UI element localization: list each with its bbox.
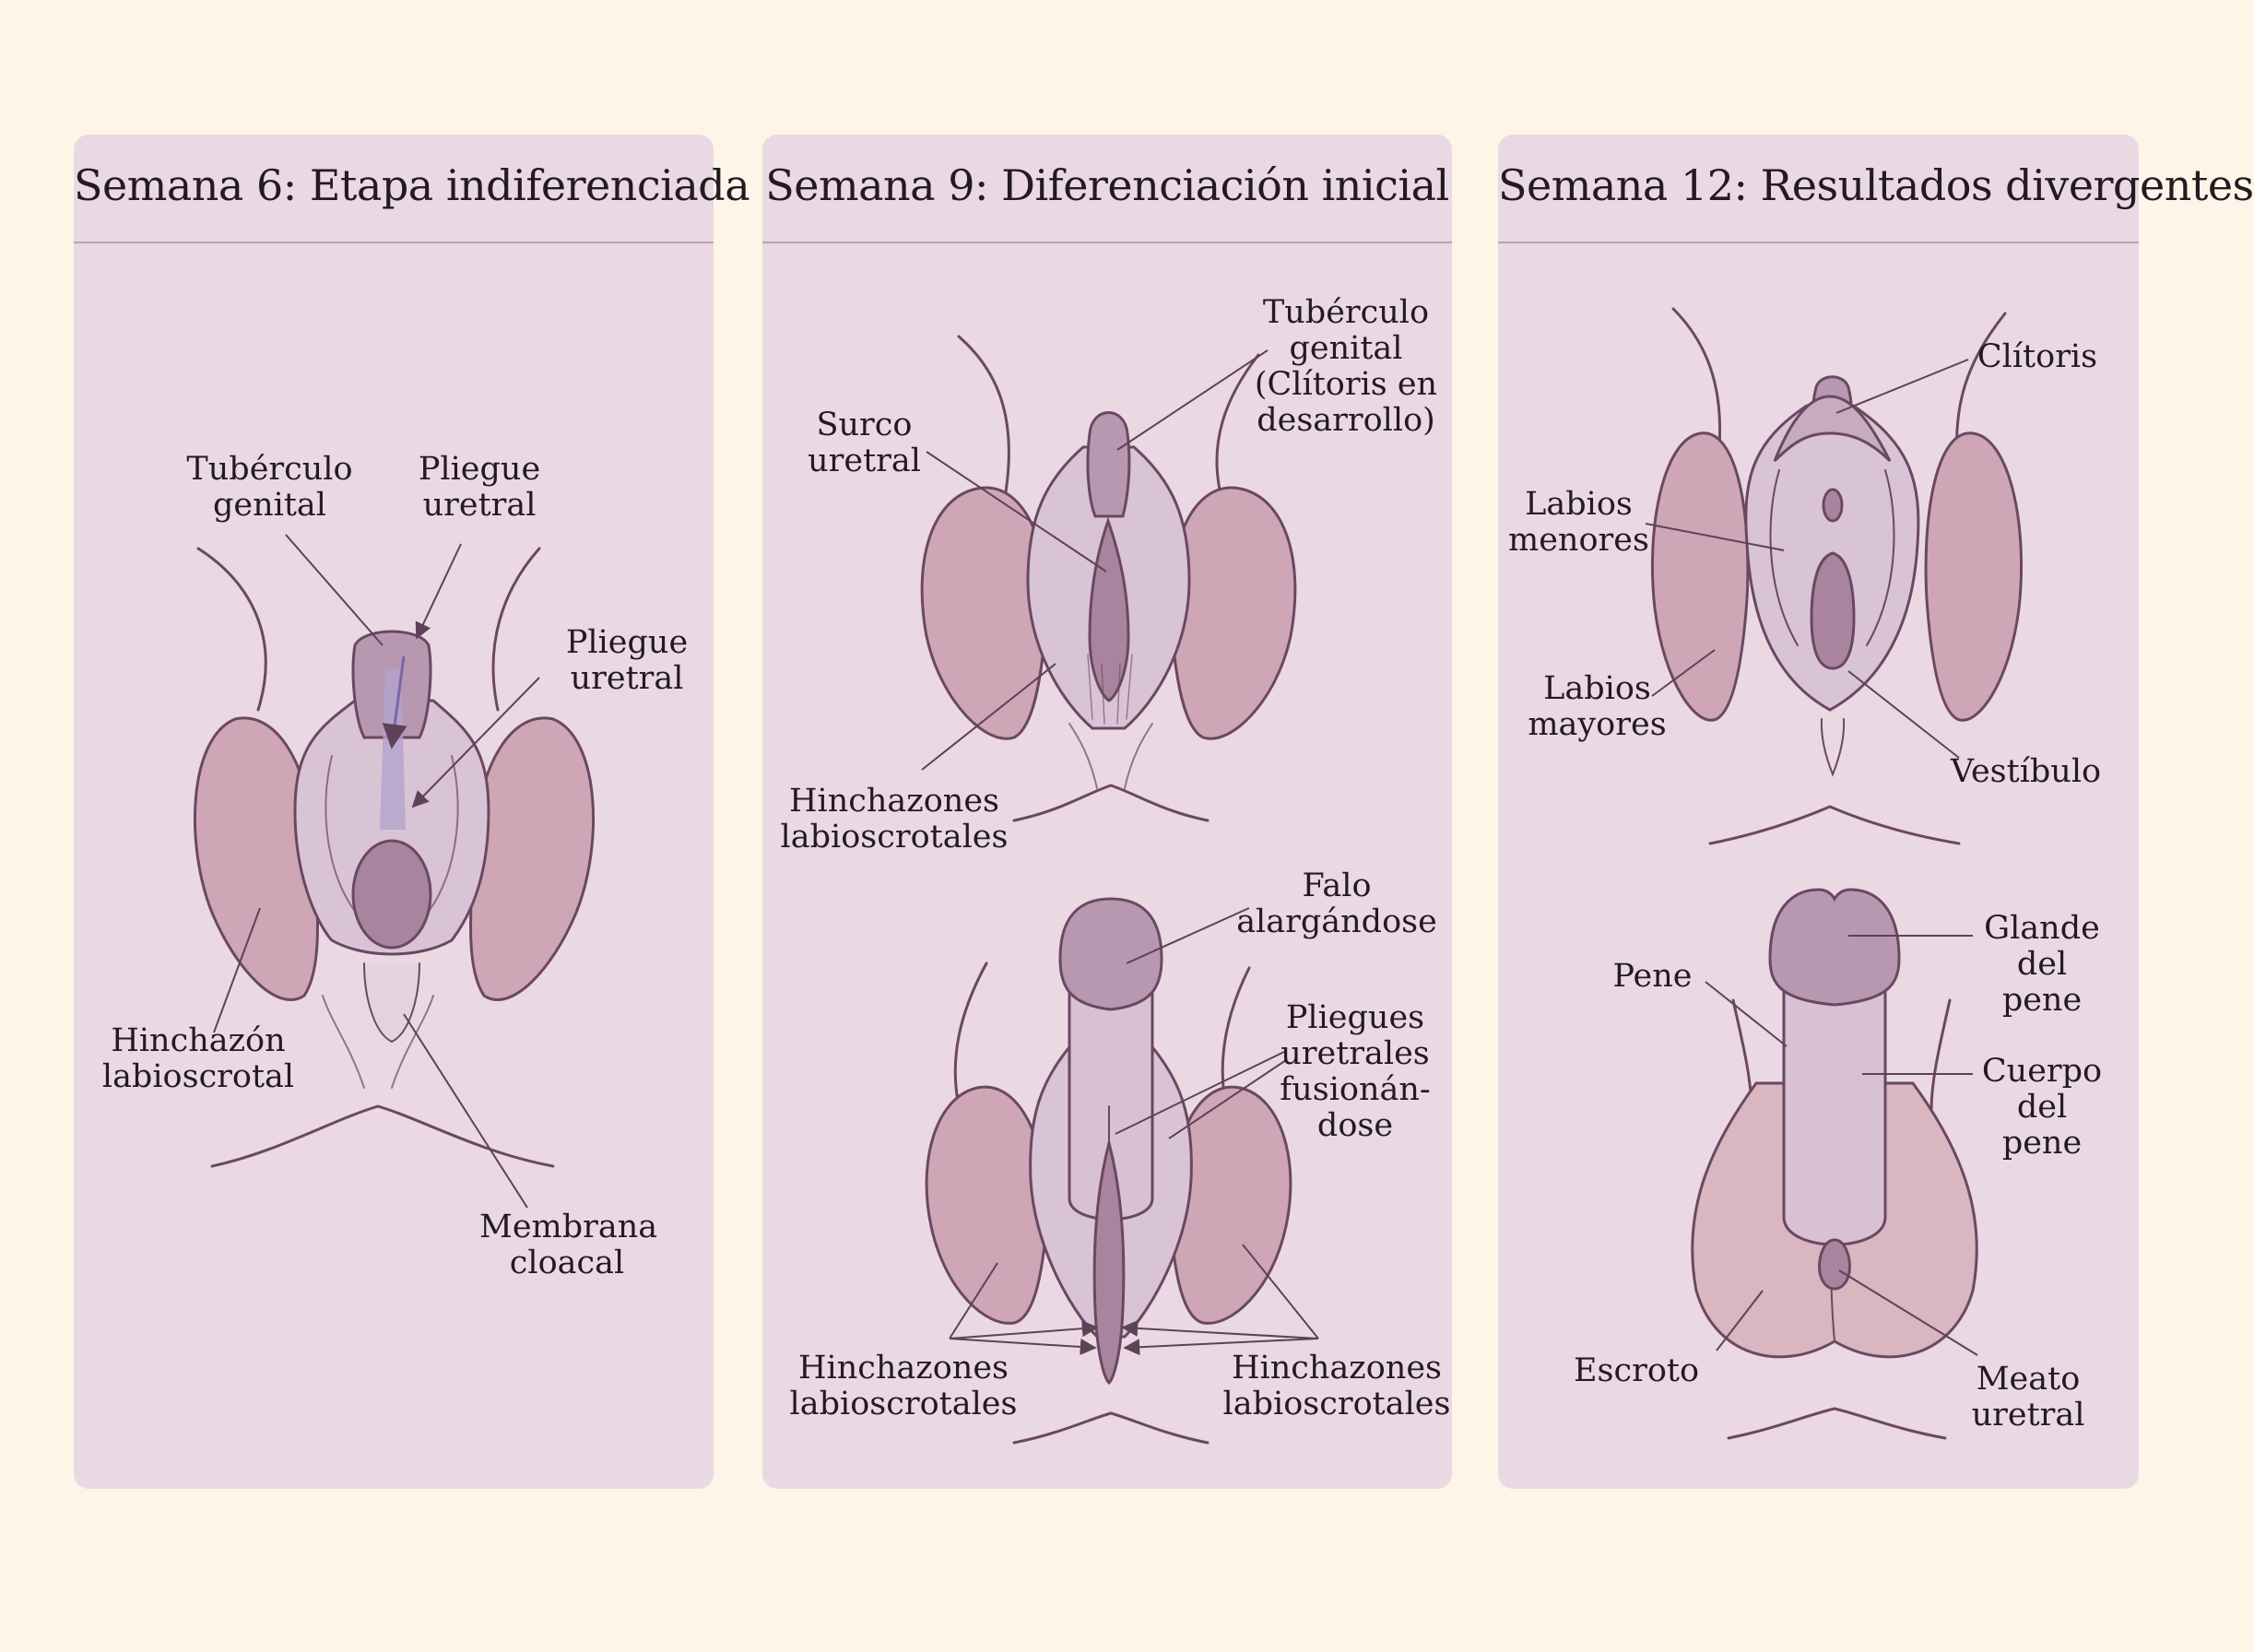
week9-female-figure	[920, 335, 1297, 822]
glans	[1768, 888, 1901, 1007]
label-genital-tubercle: Tubérculo genital	[186, 451, 353, 524]
label-labia-minora: Labios menores	[1508, 486, 1649, 559]
label-urethral-groove: Surco uretral	[808, 407, 921, 479]
week6-leaders	[213, 534, 540, 1209]
label-urethral-fold: Pliegue uretral	[565, 624, 689, 697]
urethral-groove	[1088, 516, 1130, 702]
clitoral-hood	[1773, 395, 1892, 463]
panel-title: Semana 6: Etapa indiferenciada	[74, 160, 750, 210]
labioscrotal-swelling-right	[469, 716, 595, 1001]
label-genital-tubercle: Tubérculo genital (Clítoris en desarroll…	[1254, 294, 1438, 439]
week6-figure	[194, 547, 595, 1168]
label-labioscrotal-swellings: Hinchazones labioscrotales	[780, 783, 1009, 856]
label-scrotum: Escroto	[1573, 1352, 1700, 1389]
vestibule	[1810, 551, 1856, 670]
label-vestibule: Vestíbulo	[1950, 753, 2102, 790]
divider	[74, 242, 714, 243]
label-glans: Glande del pene	[1984, 910, 2100, 1019]
labioscrotal-swelling-left	[925, 1085, 1049, 1325]
label-labioscrotal-swellings: Hinchazones labioscrotales	[789, 1350, 1018, 1422]
phallus-glans	[1058, 897, 1163, 1011]
label-penile-shaft: Cuerpo del pene	[1981, 1053, 2103, 1162]
labia-majora-left	[1650, 431, 1750, 722]
labioscrotal-swelling-right	[1168, 486, 1297, 740]
label-fusing-urethral-folds: Pliegues uretrales fusionán- dose	[1280, 999, 1431, 1144]
week9-male-figure	[925, 897, 1292, 1445]
panel-week-9: Semana 9: Diferenciación inicial	[762, 135, 1452, 1489]
cloacal-membrane	[351, 839, 432, 950]
label-elongating-phallus: Falo alargándose	[1236, 867, 1437, 940]
label-labioscrotal-swelling: Hinchazón labioscrotal	[101, 1022, 295, 1095]
week9-bottom-leaders	[949, 907, 1319, 1356]
urethral-opening	[1822, 488, 1844, 523]
label-labioscrotal-swellings: Hinchazones labioscrotales	[1222, 1350, 1451, 1422]
fusing-folds	[1092, 1138, 1126, 1386]
label-urethral-meatus: Meato uretral	[1971, 1361, 2085, 1434]
genital-tubercle	[1086, 411, 1131, 518]
label-clitoris: Clítoris	[1977, 338, 2098, 375]
week12-male-figure	[1691, 888, 1978, 1440]
label-urethral-fold: Pliegue uretral	[418, 451, 541, 524]
urethral-meatus	[1818, 1238, 1851, 1291]
week12-top-leaders	[1645, 359, 1969, 759]
week12-female-figure	[1650, 307, 2024, 845]
week9-top-leaders	[921, 349, 1269, 771]
week12-bottom-leaders	[1705, 935, 1978, 1356]
penis-shaft	[1782, 975, 1887, 1246]
panel-title: Semana 9: Diferenciación inicial	[765, 160, 1449, 210]
labia-majora-right	[1924, 431, 2024, 722]
label-cloacal-membrane: Membrana cloacal	[479, 1209, 658, 1281]
labioscrotal-swelling-left	[920, 486, 1049, 740]
divider	[1498, 242, 2139, 243]
label-penis: Pene	[1612, 958, 1693, 995]
label-labia-majora: Labios mayores	[1528, 670, 1667, 743]
panel-title: Semana 12: Resultados divergentes	[1498, 160, 2254, 210]
divider	[762, 242, 1452, 243]
